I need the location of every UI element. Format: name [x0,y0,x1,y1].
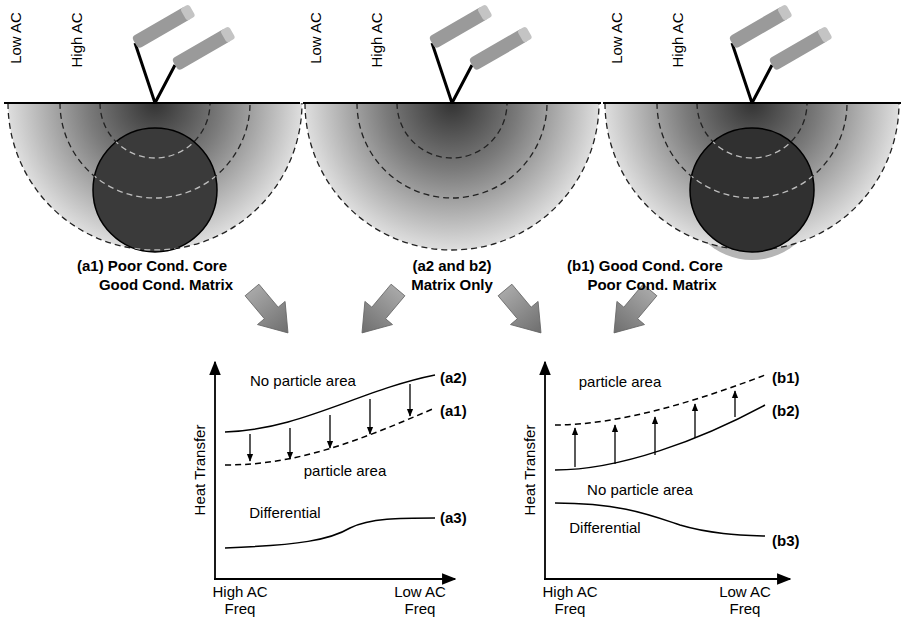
depth-label: Low AC [307,12,324,64]
illustration-part [575,391,735,467]
axis-tick-label: Low AC Freq [389,583,451,618]
curve-name: Differential [249,504,320,521]
panel-caption: (a2 and b2) [412,257,491,274]
good-core-panel [600,0,905,260]
curve-label: (a1) [440,402,467,419]
illustration-part [409,384,410,416]
illustration-part [214,578,455,580]
depth-label: Low AC [7,12,24,64]
illustration-part [734,391,735,417]
illustration-part [555,503,765,536]
illustration-part [60,103,250,198]
illustration-part [654,417,655,455]
illustration-part [305,103,599,250]
illustration-part [491,278,555,344]
illustration-part [250,384,410,461]
panel-caption: (a1) Poor Cond. Core [77,257,227,274]
depth-label: High AC [68,12,85,67]
illustration-part [429,4,533,103]
curve-label: (b3) [772,532,800,549]
area-label: No particle area [587,481,693,498]
matrix-only-panel [303,4,601,250]
panel-caption: Poor Cond. Matrix [587,276,716,293]
illustration-part [600,0,905,102]
illustration-part [305,103,599,250]
illustration-part [690,128,814,252]
illustration-part [225,518,435,548]
illustration-part [289,428,290,459]
axis-title: Heat Transfer [191,425,208,516]
illustration-part [132,4,236,103]
panel-caption: Matrix Only [411,276,493,293]
curve-name: Differential [569,519,640,536]
illustration-part [729,4,833,103]
illustration-part [614,425,615,464]
illustration-part [657,103,847,198]
illustration-part [555,405,765,470]
illustration-part [544,578,790,580]
illustration-part [574,428,575,467]
depth-label: High AC [368,12,385,67]
illustration-part [100,103,210,158]
axis-tick-label: High AC Freq [209,583,271,618]
illustration-part [214,362,216,580]
illustration-part [369,399,370,434]
curve-label: (b1) [772,369,800,386]
chart-a [214,362,455,580]
axis-tick-label: Low AC Freq [714,583,776,618]
axis-title: Heat Transfer [521,425,538,516]
chart-b [544,362,790,580]
illustration-part [357,103,547,198]
axis-tick-label: High AC Freq [539,583,601,618]
illustration-part [657,103,847,198]
illustration-part [249,434,250,461]
illustration-part [397,103,507,158]
panel-caption: (b1) Good Cond. Core [567,257,723,274]
illustration-part [329,415,330,448]
curve-label: (a3) [440,509,467,526]
illustration-part [348,278,412,344]
illustration-part [93,128,217,252]
depth-label: High AC [669,12,686,67]
illustration-part [697,103,807,158]
illustration-part [544,362,546,580]
illustration-part [238,278,302,344]
area-label: No particle area [250,372,356,389]
illustration-part [8,103,302,250]
poor-core-panel [4,4,302,252]
curve-label: (b2) [772,402,800,419]
illustration-part [694,404,695,438]
area-label: particle area [304,462,387,479]
panel-caption: Good Cond. Matrix [99,276,233,293]
depth-label: Low AC [608,12,625,64]
illustration-part [4,102,300,104]
illustration-part [8,103,302,250]
illustration-part [305,103,599,250]
area-label: particle area [579,373,662,390]
curve-label: (a2) [440,369,467,386]
illustration-part [225,408,435,465]
